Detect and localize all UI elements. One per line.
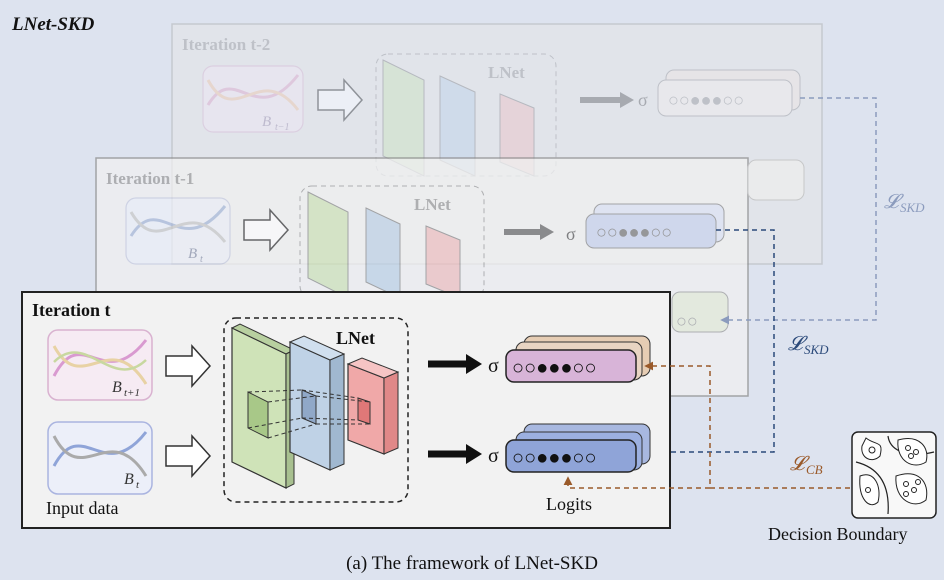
svg-text:○○●●●○○: ○○●●●○○ xyxy=(596,222,672,242)
batch-t1-sub: t xyxy=(200,254,203,265)
iteration-t-label: Iteration t xyxy=(32,300,110,320)
decision-boundary-label: Decision Boundary xyxy=(768,524,907,544)
input-data-label: Input data xyxy=(46,498,118,518)
batch-t1-label: B xyxy=(188,246,197,262)
logits-bottom: ○○●●●○○ xyxy=(505,423,651,473)
svg-text:○○●●●○○: ○○●●●○○ xyxy=(668,90,744,110)
batch-t2-sub: t−1 xyxy=(275,122,290,133)
lnet-box xyxy=(223,317,409,503)
input-batch-top xyxy=(47,329,153,401)
lnet-layers xyxy=(230,323,400,489)
iteration-t-1-label: Iteration t-1 xyxy=(106,169,194,188)
batch-t2-label: B xyxy=(262,114,271,130)
input-batch-bottom xyxy=(47,421,153,495)
svg-text:○○●●●○○: ○○●●●○○ xyxy=(512,357,597,379)
batch-bottom-label: B xyxy=(124,471,134,488)
sigma-top: σ xyxy=(488,355,499,377)
svg-text:○○●●●○○: ○○●●●○○ xyxy=(512,447,597,469)
framework-diagram: Iteration t-2 B t−1 LNet σ ○○●●●○○ Itera… xyxy=(21,23,937,544)
batch-top-sub: t+1 xyxy=(124,387,140,399)
decision-boundary-icon xyxy=(851,431,937,519)
lnet-t-label: LNet xyxy=(336,328,375,348)
batch-top-label: B xyxy=(112,379,122,396)
lnet-t1-label: LNet xyxy=(414,195,451,214)
logits-top: ○○●●●○○ xyxy=(505,335,651,383)
diagram-title: LNet-SKD xyxy=(12,14,95,35)
svg-text:σ: σ xyxy=(566,224,576,244)
loss-skd-far-sub: SKD xyxy=(900,200,925,215)
loss-skd-near-sub: SKD xyxy=(804,342,829,357)
lnet-t2-label: LNet xyxy=(488,63,525,82)
svg-text:σ: σ xyxy=(638,90,648,110)
figure-caption: (a) The framework of LNet-SKD xyxy=(346,553,598,574)
sigma-bottom: σ xyxy=(488,445,499,467)
skd-near-connector xyxy=(638,229,775,457)
logits-label: Logits xyxy=(546,494,592,514)
svg-text:○○: ○○ xyxy=(676,311,698,331)
batch-bottom-sub: t xyxy=(136,479,140,491)
cb-connector xyxy=(563,361,850,489)
loss-cb-sub: CB xyxy=(806,462,823,477)
iteration-t-2-label: Iteration t-2 xyxy=(182,35,270,54)
skd-far-connector xyxy=(720,97,877,325)
iteration-t-panel: Iteration t B t+1 B t LNet xyxy=(21,291,671,529)
